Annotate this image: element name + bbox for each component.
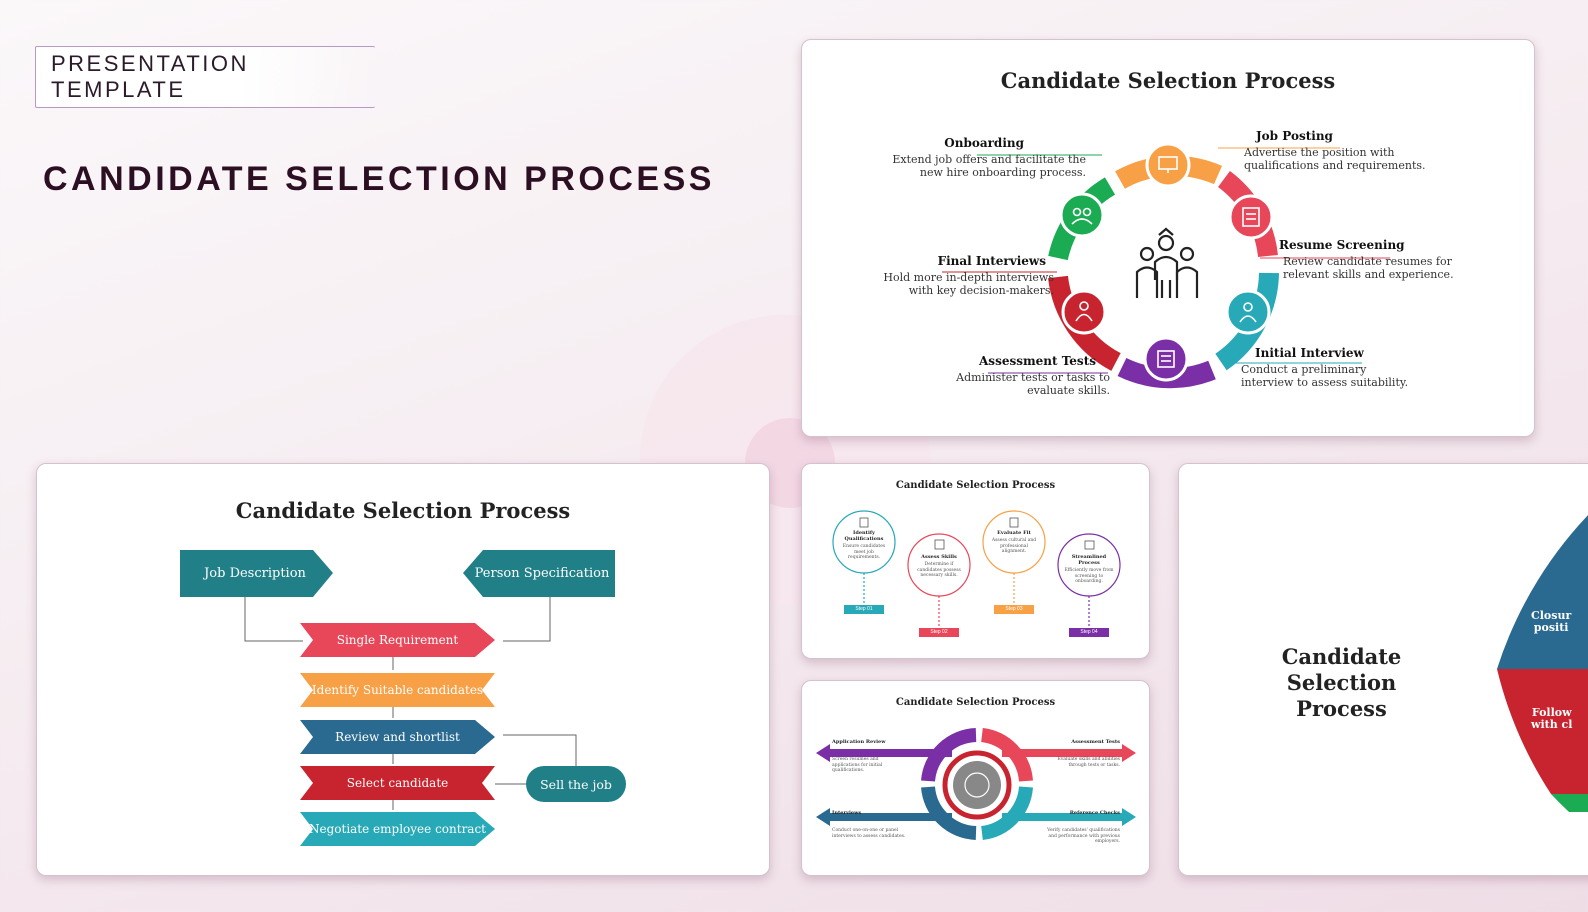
- step-badge-2: Step 02: [930, 629, 948, 635]
- arrows-diagram: [816, 728, 1136, 840]
- arrow-item-4: Reference Checks Verify candidates' qual…: [1047, 810, 1120, 844]
- flowchart-shapes: [180, 550, 626, 846]
- presentation-template-tag: PRESENTATION TEMPLATE: [35, 46, 375, 108]
- pie-graphic: [1497, 515, 1588, 812]
- step-card-3: Evaluate Fit Assess cultural and profess…: [991, 530, 1037, 554]
- cycle-diagram: [942, 142, 1390, 389]
- slide-thumbnail-arrows[interactable]: Candidate Selection Process Application …: [801, 680, 1150, 876]
- step-card-2: Assess Skills Determine if candidates po…: [917, 554, 961, 578]
- slide-title: Candidate Selection Process: [1000, 68, 1336, 93]
- slide-thumbnail-steps[interactable]: Candidate Selection Process Identify Qua…: [801, 463, 1150, 659]
- flow-step-4: Select candidate: [346, 776, 449, 790]
- step-card-4: Streamlined Process Efficiently move fro…: [1064, 554, 1114, 584]
- arrow-item-1: Application Review Screen resumes and ap…: [832, 739, 886, 773]
- slide-title: Candidate Selection Process: [235, 498, 571, 523]
- flow-step-5: Negotiate employee contract: [308, 822, 486, 836]
- flow-step-3: Review and shortlist: [335, 730, 460, 744]
- arrow-item-2: Assessment Tests Evaluate skills and abi…: [1057, 739, 1120, 768]
- tag-label: PRESENTATION TEMPLATE: [51, 51, 249, 102]
- slide-title: Candidate Selection Process: [895, 480, 1056, 491]
- step-badge-4: Step 04: [1080, 629, 1098, 635]
- arrow-item-3: Interviews Conduct one-on-one or panel i…: [832, 810, 906, 839]
- steps-diagram: [832, 510, 1121, 637]
- step-badge-3: Step 03: [1005, 606, 1023, 612]
- person-specification-box: Person Specification: [474, 566, 610, 581]
- step-card-1: Identify Qualifications Ensure candidate…: [842, 530, 886, 560]
- sell-the-job-box: Sell the job: [540, 776, 612, 792]
- page-title: CANDIDATE SELECTION PROCESS: [43, 160, 715, 198]
- step-badge-1: Step 01: [855, 606, 873, 612]
- flow-step-1: Single Requirement: [336, 633, 459, 647]
- flow-step-2: Identify Suitable candidates: [311, 683, 484, 697]
- people-icon: [1135, 227, 1199, 298]
- slide-thumbnail-flowchart[interactable]: Candidate Selection Process Job Descript…: [36, 463, 770, 876]
- job-description-box: Job Description: [204, 566, 306, 581]
- slide-title: Candidate Selection Process: [895, 697, 1056, 708]
- slide-thumbnail-circular[interactable]: Candidate Selection Process: [801, 39, 1535, 437]
